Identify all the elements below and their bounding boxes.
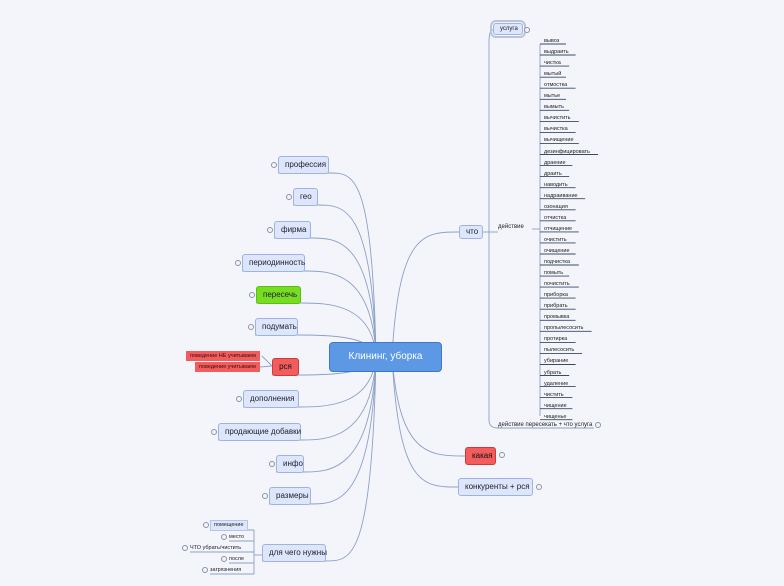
- topic-rsya[interactable]: рся: [272, 358, 299, 376]
- action-item[interactable]: убирание: [544, 358, 569, 365]
- collapse-icon[interactable]: [236, 396, 242, 402]
- action-item[interactable]: драение: [544, 159, 566, 166]
- action-item[interactable]: отчистка: [544, 214, 567, 221]
- connector: [310, 355, 377, 505]
- topic-konkurenty-rsya[interactable]: конкуренты + рся: [458, 478, 533, 496]
- action-item[interactable]: вывоз: [544, 38, 560, 44]
- label-deystvie-peresekat[interactable]: действие пересекать + что услуга: [498, 422, 593, 428]
- action-item[interactable]: отмостка: [544, 82, 568, 89]
- connector: [317, 204, 377, 357]
- collapse-icon[interactable]: [182, 545, 188, 551]
- connector: [300, 302, 377, 357]
- action-item[interactable]: вымыть: [544, 104, 564, 111]
- child-pomeshchenie[interactable]: помещение: [210, 520, 248, 531]
- action-item[interactable]: подчистка: [544, 259, 570, 265]
- action-item[interactable]: протирка: [544, 336, 568, 343]
- collapse-icon[interactable]: [267, 227, 273, 233]
- action-item[interactable]: мытый: [544, 71, 562, 78]
- collapse-icon[interactable]: [203, 522, 209, 528]
- action-item[interactable]: промывка: [544, 314, 570, 321]
- child-posle[interactable]: после: [229, 556, 245, 562]
- collapse-icon[interactable]: [202, 567, 208, 573]
- label-deystvie[interactable]: действие: [498, 224, 524, 230]
- child-chto-ubrat[interactable]: ЧТО убрать/чистить: [190, 545, 242, 551]
- action-item[interactable]: очищение: [544, 247, 570, 254]
- connector: [391, 355, 459, 488]
- action-item[interactable]: отчищение: [544, 225, 573, 232]
- collapse-icon[interactable]: [248, 324, 254, 330]
- topic-firma[interactable]: фирма: [274, 221, 311, 239]
- action-item[interactable]: чистить: [544, 391, 564, 398]
- collapse-icon[interactable]: [235, 260, 241, 266]
- topic-usluga[interactable]: услуга: [490, 20, 526, 38]
- action-item[interactable]: наводить: [544, 181, 568, 188]
- action-item[interactable]: удаление: [544, 380, 569, 387]
- collapse-icon[interactable]: [211, 429, 217, 435]
- action-item[interactable]: выдраить: [544, 49, 569, 56]
- action-item[interactable]: дезинфицировать: [544, 148, 590, 155]
- topic-razmery[interactable]: размеры: [269, 487, 311, 505]
- connector: [488, 232, 594, 429]
- collapse-icon[interactable]: [221, 534, 227, 540]
- action-item[interactable]: пропылесосить: [544, 325, 584, 332]
- action-item[interactable]: озонация: [544, 203, 568, 210]
- child-zagryazneniya[interactable]: загрязнения: [210, 567, 242, 573]
- action-item[interactable]: мытье: [544, 93, 561, 100]
- action-item[interactable]: вычистить: [544, 115, 571, 122]
- collapse-icon[interactable]: [595, 422, 601, 428]
- collapse-icon[interactable]: [221, 556, 227, 562]
- connector: [328, 172, 377, 357]
- central-topic[interactable]: Клининг, уборка: [329, 342, 442, 372]
- action-item[interactable]: помыть: [544, 270, 564, 277]
- connector: [261, 355, 273, 367]
- connector: [300, 355, 377, 441]
- action-item[interactable]: надраивание: [544, 192, 578, 199]
- connector: [391, 231, 460, 357]
- action-item[interactable]: чищенье: [544, 413, 567, 420]
- action-item[interactable]: очистить: [544, 236, 567, 243]
- collapse-icon[interactable]: [262, 493, 268, 499]
- topic-professiya[interactable]: профессия: [278, 156, 329, 174]
- action-item[interactable]: чищение: [544, 402, 567, 409]
- action-item[interactable]: вычищение: [544, 137, 574, 144]
- topic-chto[interactable]: что: [459, 225, 483, 239]
- topic-podumat[interactable]: подумать: [255, 318, 298, 336]
- topic-kakaya[interactable]: какая: [465, 447, 496, 465]
- topic-prodayushchie-dobavki[interactable]: продающие добавки: [218, 423, 301, 441]
- topic-info[interactable]: инфо: [276, 455, 304, 473]
- collapse-icon[interactable]: [269, 461, 275, 467]
- action-item[interactable]: убрать: [544, 369, 562, 376]
- collapse-icon[interactable]: [524, 27, 530, 33]
- action-item[interactable]: вычистка: [544, 126, 568, 133]
- connector: [303, 355, 377, 473]
- collapse-icon[interactable]: [536, 484, 542, 490]
- topic-peresech[interactable]: пересечь: [256, 286, 301, 304]
- tag-rsya-no-behavior[interactable]: поведение НЕ учитываем: [186, 351, 260, 361]
- topic-dopolneniya[interactable]: дополнения: [243, 390, 299, 408]
- action-item[interactable]: почистить: [544, 281, 570, 288]
- collapse-icon[interactable]: [499, 452, 505, 458]
- tag-rsya-behavior[interactable]: поведение учитываем: [195, 362, 260, 372]
- connector: [391, 355, 466, 457]
- action-item[interactable]: пылесосить: [544, 347, 575, 354]
- topic-geo[interactable]: гео: [293, 188, 318, 206]
- connector: [488, 29, 494, 232]
- action-item[interactable]: драить: [544, 170, 562, 177]
- connector: [304, 270, 377, 357]
- topic-periodinnost[interactable]: периодинность: [242, 254, 305, 272]
- action-item[interactable]: чистка: [544, 60, 561, 67]
- action-item[interactable]: прибрать: [544, 303, 568, 310]
- topic-dlya-chego-nuzhny[interactable]: для чего нужны: [262, 544, 327, 562]
- child-mesto[interactable]: место: [229, 534, 245, 540]
- connector: [325, 355, 377, 562]
- collapse-icon[interactable]: [271, 162, 277, 168]
- connector: [259, 365, 273, 368]
- connector: [310, 237, 377, 357]
- action-item[interactable]: приборка: [544, 292, 568, 299]
- collapse-icon[interactable]: [286, 194, 292, 200]
- collapse-icon[interactable]: [249, 292, 255, 298]
